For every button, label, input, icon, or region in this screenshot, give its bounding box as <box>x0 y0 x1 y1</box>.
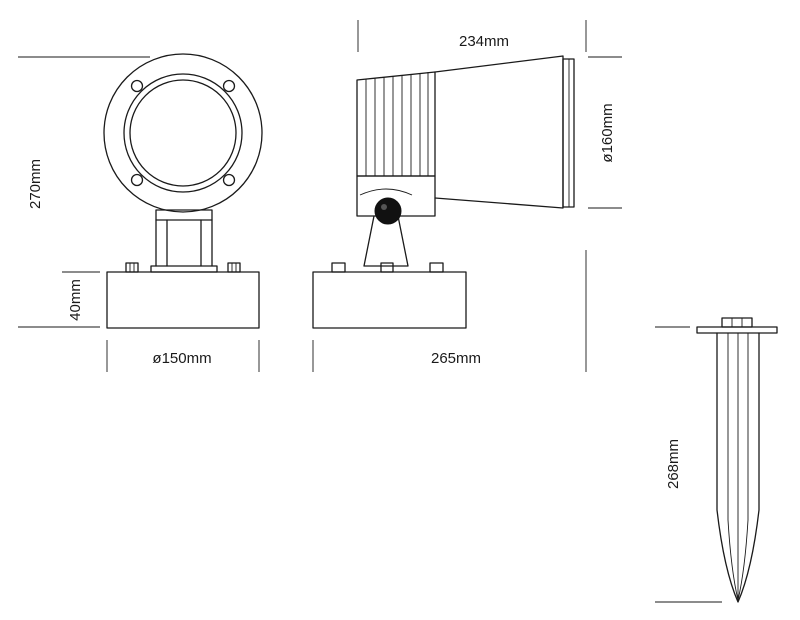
front-bezel-outer <box>103 53 263 213</box>
spike-length-label: 268mm <box>665 439 682 489</box>
spike-nut <box>721 317 753 328</box>
side-total-width-label: 265mm <box>431 350 481 367</box>
side-view <box>312 55 575 329</box>
front-view <box>103 53 263 329</box>
side-housing <box>434 55 564 209</box>
front-base-nuts <box>125 262 241 273</box>
front-base <box>106 271 260 329</box>
spike-dimension-lines <box>655 326 722 603</box>
front-bezel-bolts <box>130 79 236 187</box>
lens-diameter-label: ø160mm <box>599 103 616 162</box>
side-heatsink-fins <box>356 71 436 177</box>
side-yoke-arc <box>359 188 413 196</box>
front-bracket <box>150 209 218 273</box>
side-length-label: 234mm <box>459 33 509 50</box>
base-height-label: 40mm <box>67 279 84 321</box>
front-bezel-inner <box>123 73 243 193</box>
side-base-nuts <box>331 262 444 273</box>
ground-spike <box>696 317 778 603</box>
side-base <box>312 271 467 329</box>
spike-plate <box>696 326 778 334</box>
side-yoke <box>363 215 409 267</box>
front-height-label: 270mm <box>27 159 44 209</box>
front-lens <box>129 79 237 187</box>
base-diameter-label: ø150mm <box>152 350 211 367</box>
side-pivot-knob <box>374 197 402 225</box>
side-front-rim <box>562 58 575 208</box>
side-dimension-lines <box>312 20 622 372</box>
front-dimension-lines <box>18 56 260 372</box>
